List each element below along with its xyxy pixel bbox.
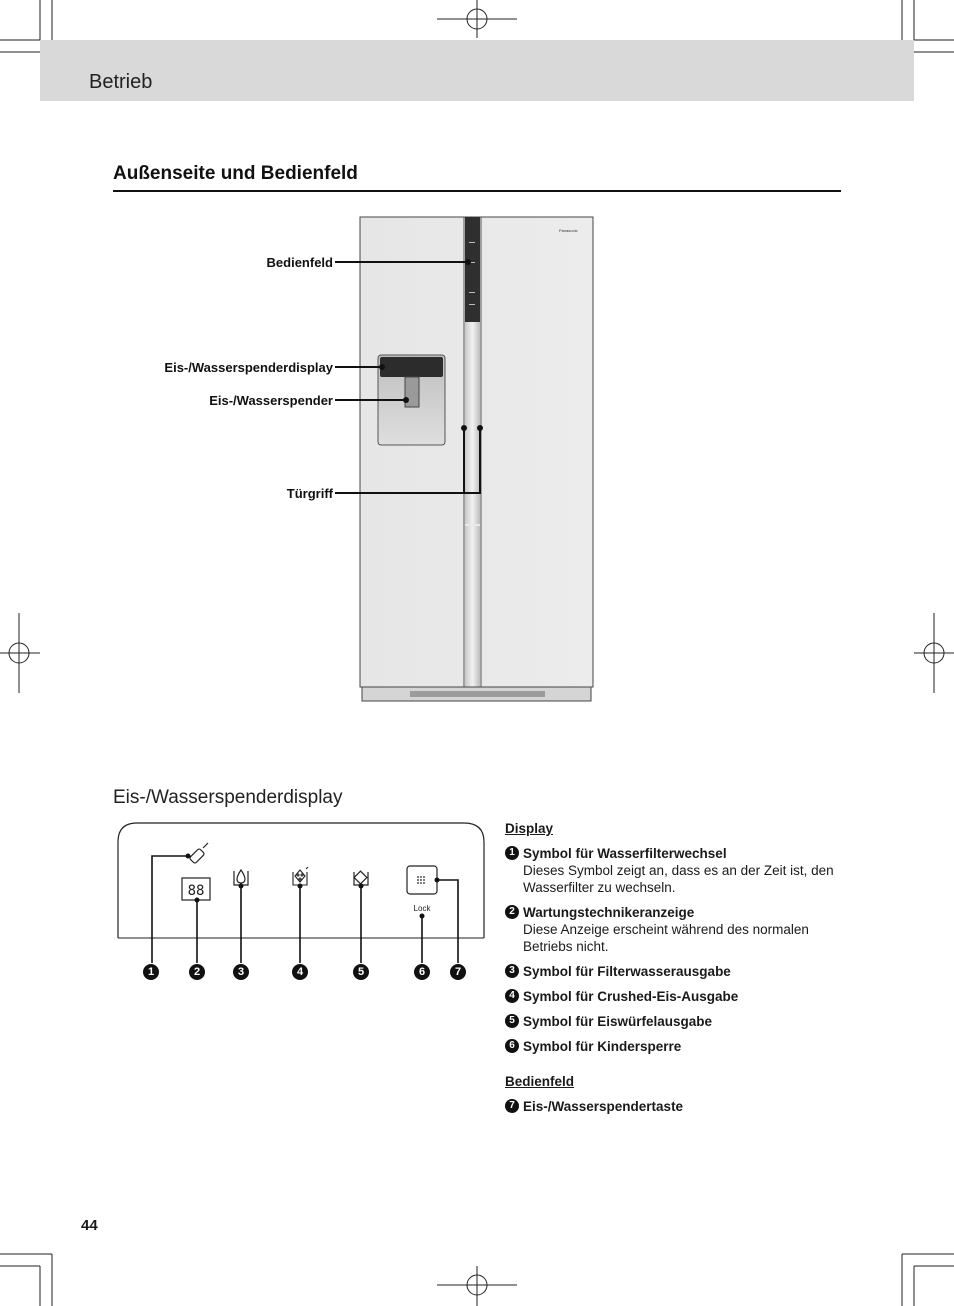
callout-2: 2 bbox=[189, 964, 205, 980]
dispenser-button-icon bbox=[417, 876, 425, 884]
section-rule bbox=[113, 190, 841, 192]
legend-item-number: 6 bbox=[505, 1039, 519, 1053]
label-dispenser-display: Eis-/Wasserspenderdisplay bbox=[164, 360, 333, 375]
water-drop-icon bbox=[233, 868, 249, 886]
legend-item-title: Symbol für Crushed-Eis-Ausgabe bbox=[523, 989, 739, 1004]
callout-6: 6 bbox=[414, 964, 430, 980]
service-indicator-digits: 88 bbox=[188, 883, 205, 899]
legend-item-title: Eis-/Wasserspendertaste bbox=[523, 1099, 684, 1114]
legend: Display 1 Symbol für Wasserfilterwechsel… bbox=[505, 820, 845, 1123]
legend-item-number: 7 bbox=[505, 1099, 519, 1113]
legend-item: 5 Symbol für Eiswürfelausgabe bbox=[505, 1013, 845, 1030]
crushed-ice-icon bbox=[292, 866, 309, 886]
legend-item-title: Symbol für Eiswürfelausgabe bbox=[523, 1014, 713, 1029]
header-title: Betrieb bbox=[89, 71, 153, 93]
dispenser-button[interactable] bbox=[406, 865, 438, 895]
callout-3: 3 bbox=[233, 964, 249, 980]
header-band bbox=[40, 40, 914, 101]
legend-item-title: Symbol für Wasserfilterwechsel bbox=[523, 846, 727, 861]
legend-item: 1 Symbol für Wasserfilterwechsel Dieses … bbox=[505, 845, 845, 896]
fridge-illustration: Panasonic bbox=[359, 216, 594, 702]
display-panel-diagram: 88 Lock bbox=[117, 822, 485, 963]
callout-5: 5 bbox=[353, 964, 369, 980]
callout-1: 1 bbox=[143, 964, 159, 980]
label-door-handle: Türgriff bbox=[286, 486, 333, 501]
callout-7: 7 bbox=[450, 964, 466, 980]
legend-item: 6 Symbol für Kindersperre bbox=[505, 1038, 845, 1055]
legend-item-title: Symbol für Kindersperre bbox=[523, 1039, 682, 1054]
legend-item-number: 4 bbox=[505, 989, 519, 1003]
legend-item: 2 Wartungstechnikeranzeige Diese Anzeige… bbox=[505, 904, 845, 955]
page-number: 44 bbox=[81, 1217, 98, 1234]
legend-item-description: Diese Anzeige erscheint während des norm… bbox=[523, 922, 809, 954]
legend-item: 4 Symbol für Crushed-Eis-Ausgabe bbox=[505, 988, 845, 1005]
legend-item-title: Wartungstechnikeranzeige bbox=[523, 905, 695, 920]
callout-4: 4 bbox=[292, 964, 308, 980]
section-title: Außenseite und Bedienfeld bbox=[113, 163, 358, 184]
legend-item-title: Symbol für Filterwasserausgabe bbox=[523, 964, 731, 979]
legend-panel-heading: Bedienfeld bbox=[505, 1074, 575, 1089]
legend-item: 7 Eis-/Wasserspendertaste bbox=[505, 1098, 845, 1115]
fridge-callout-lines bbox=[335, 259, 483, 494]
filter-change-icon bbox=[189, 842, 209, 864]
display-section-title: Eis-/Wasserspenderdisplay bbox=[113, 787, 343, 808]
label-control-panel: Bedienfeld bbox=[266, 255, 333, 270]
legend-item-number: 1 bbox=[505, 846, 519, 860]
label-dispenser: Eis-/Wasserspender bbox=[209, 393, 333, 408]
legend-item-number: 5 bbox=[505, 1014, 519, 1028]
legend-item-description: Dieses Symbol zeigt an, dass es an der Z… bbox=[523, 863, 834, 895]
legend-item-number: 2 bbox=[505, 905, 519, 919]
ice-cube-icon bbox=[353, 870, 369, 886]
legend-item-number: 3 bbox=[505, 964, 519, 978]
child-lock-label: Lock bbox=[414, 904, 432, 913]
legend-item: 3 Symbol für Filterwasserausgabe bbox=[505, 963, 845, 980]
legend-display-heading: Display bbox=[505, 821, 554, 836]
fridge-brand-text: Panasonic bbox=[559, 228, 578, 233]
